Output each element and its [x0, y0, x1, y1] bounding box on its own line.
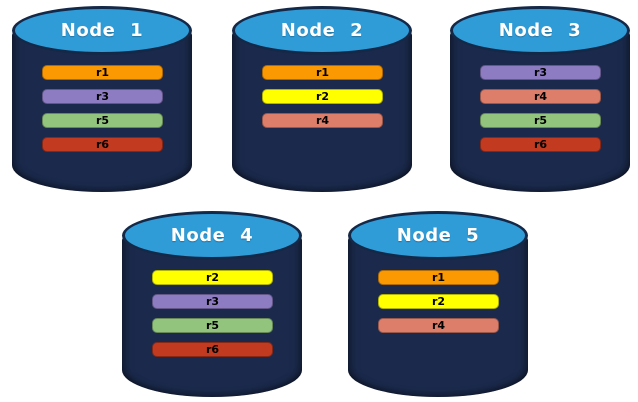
cylinder-top: Node 3	[450, 6, 630, 55]
cylinder-body	[348, 235, 528, 397]
cylinder-top: Node 2	[232, 6, 412, 55]
node-cylinder-1: Node 1 r1 r3 r5 r6	[12, 6, 192, 192]
replica-bar-r4: r4	[480, 89, 601, 104]
replica-list: r1 r2 r4	[378, 270, 499, 333]
replica-bar-r3: r3	[42, 89, 163, 104]
node-cylinder-4: Node 4 r2 r3 r5 r6	[122, 211, 302, 397]
cylinder-body	[450, 30, 630, 192]
replica-bar-r1: r1	[378, 270, 499, 285]
node-title: Node 5	[396, 225, 480, 246]
replica-list: r1 r2 r4	[262, 65, 383, 128]
node-title: Node 2	[280, 20, 364, 41]
cylinder-top: Node 5	[348, 211, 528, 260]
replica-bar-r5: r5	[152, 318, 273, 333]
replica-list: r2 r3 r5 r6	[152, 270, 273, 357]
node-cylinder-5: Node 5 r1 r2 r4	[348, 211, 528, 397]
cylinder-top: Node 4	[122, 211, 302, 260]
node-title: Node 4	[170, 225, 254, 246]
replica-bar-r3: r3	[152, 294, 273, 309]
replica-bar-r2: r2	[152, 270, 273, 285]
replica-bar-r4: r4	[378, 318, 499, 333]
replica-bar-r1: r1	[42, 65, 163, 80]
replica-bar-r6: r6	[42, 137, 163, 152]
replica-bar-r6: r6	[152, 342, 273, 357]
cylinder-body	[232, 30, 412, 192]
replica-bar-r5: r5	[42, 113, 163, 128]
replica-list: r3 r4 r5 r6	[480, 65, 601, 152]
node-cylinder-3: Node 3 r3 r4 r5 r6	[450, 6, 630, 192]
node-title: Node 3	[498, 20, 582, 41]
replica-bar-r1: r1	[262, 65, 383, 80]
replica-list: r1 r3 r5 r6	[42, 65, 163, 152]
node-cylinder-2: Node 2 r1 r2 r4	[232, 6, 412, 192]
node-title: Node 1	[60, 20, 144, 41]
replica-bar-r6: r6	[480, 137, 601, 152]
replica-bar-r3: r3	[480, 65, 601, 80]
cylinder-top: Node 1	[12, 6, 192, 55]
cylinder-body	[122, 235, 302, 397]
replica-bar-r4: r4	[262, 113, 383, 128]
cylinder-body	[12, 30, 192, 192]
replica-bar-r2: r2	[378, 294, 499, 309]
replica-bar-r2: r2	[262, 89, 383, 104]
replica-bar-r5: r5	[480, 113, 601, 128]
